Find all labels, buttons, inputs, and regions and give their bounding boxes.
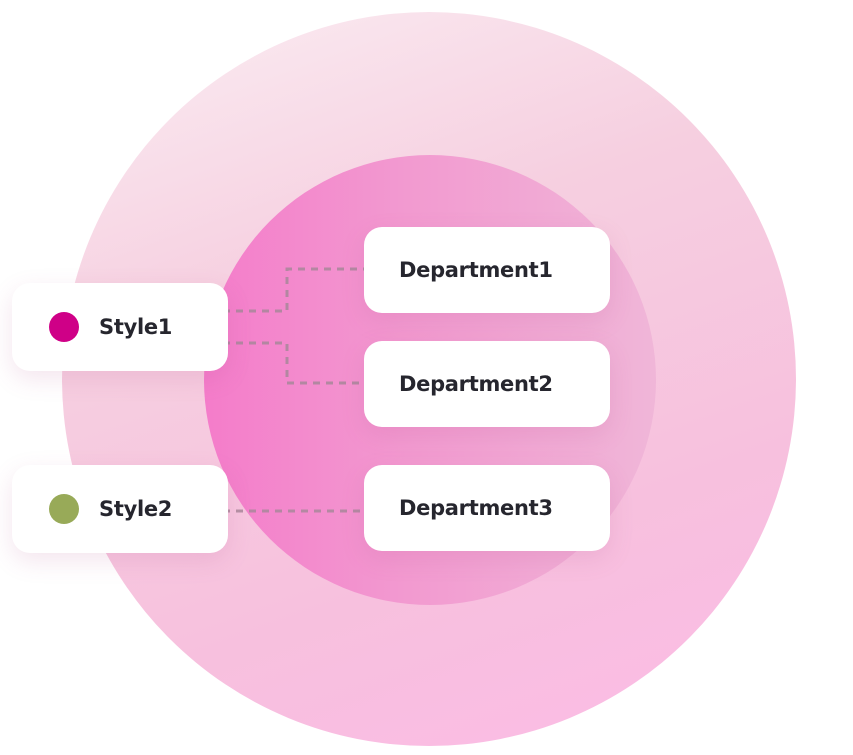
style-label: Style2 (99, 497, 173, 521)
department-card-1[interactable]: Department1 (364, 227, 610, 313)
style1-color-dot (49, 312, 79, 342)
department-label: Department2 (399, 372, 553, 396)
style-card-2[interactable]: Style2 (12, 465, 228, 553)
department-label: Department3 (399, 496, 553, 520)
style-label: Style1 (99, 315, 173, 339)
department-card-2[interactable]: Department2 (364, 341, 610, 427)
department-card-3[interactable]: Department3 (364, 465, 610, 551)
link-style1-department1 (197, 267, 384, 313)
link-style1-department2 (197, 341, 384, 385)
style2-color-dot (49, 494, 79, 524)
style-card-1[interactable]: Style1 (12, 283, 228, 371)
department-label: Department1 (399, 258, 553, 282)
